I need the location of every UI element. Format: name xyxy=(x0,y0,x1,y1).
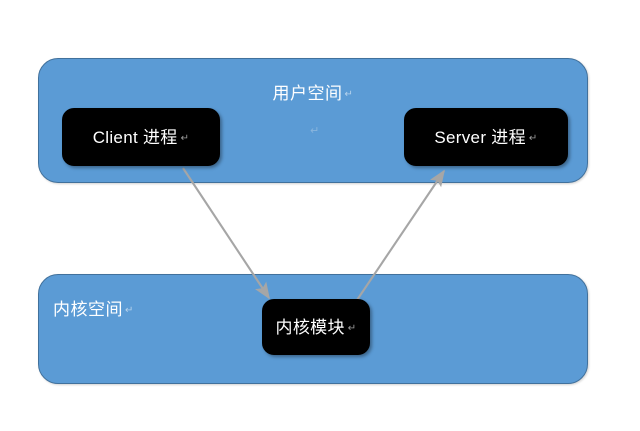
user-space-caption-return-mark: ↵ xyxy=(344,89,354,100)
kernel-module-return-mark: ↵ xyxy=(347,322,357,334)
kernel-module-box: 内核模块↵ xyxy=(262,299,370,355)
server-process-box: Server 进程↵ xyxy=(404,108,568,166)
server-process-label: Server 进程↵ xyxy=(434,129,537,146)
stray-return-mark: ↵ xyxy=(310,125,320,137)
kernel-space-caption: 内核空间↵ xyxy=(53,301,134,318)
kernel-space-caption-text: 内核空间 xyxy=(53,300,123,319)
kernel-space-caption-return-mark: ↵ xyxy=(125,305,134,316)
user-space-caption: 用户空间↵ xyxy=(39,85,587,102)
server-process-label-text: Server 进程 xyxy=(434,127,526,147)
kernel-module-label-text: 内核模块 xyxy=(275,317,345,337)
client-process-return-mark: ↵ xyxy=(180,132,190,144)
client-process-label-text: Client 进程 xyxy=(92,127,178,147)
user-space-caption-text: 用户空间 xyxy=(272,84,343,103)
client-process-label: Client 进程↵ xyxy=(93,129,190,146)
client-process-box: Client 进程↵ xyxy=(62,108,220,166)
kernel-module-label: 内核模块↵ xyxy=(276,319,357,336)
server-process-return-mark: ↵ xyxy=(528,132,538,144)
